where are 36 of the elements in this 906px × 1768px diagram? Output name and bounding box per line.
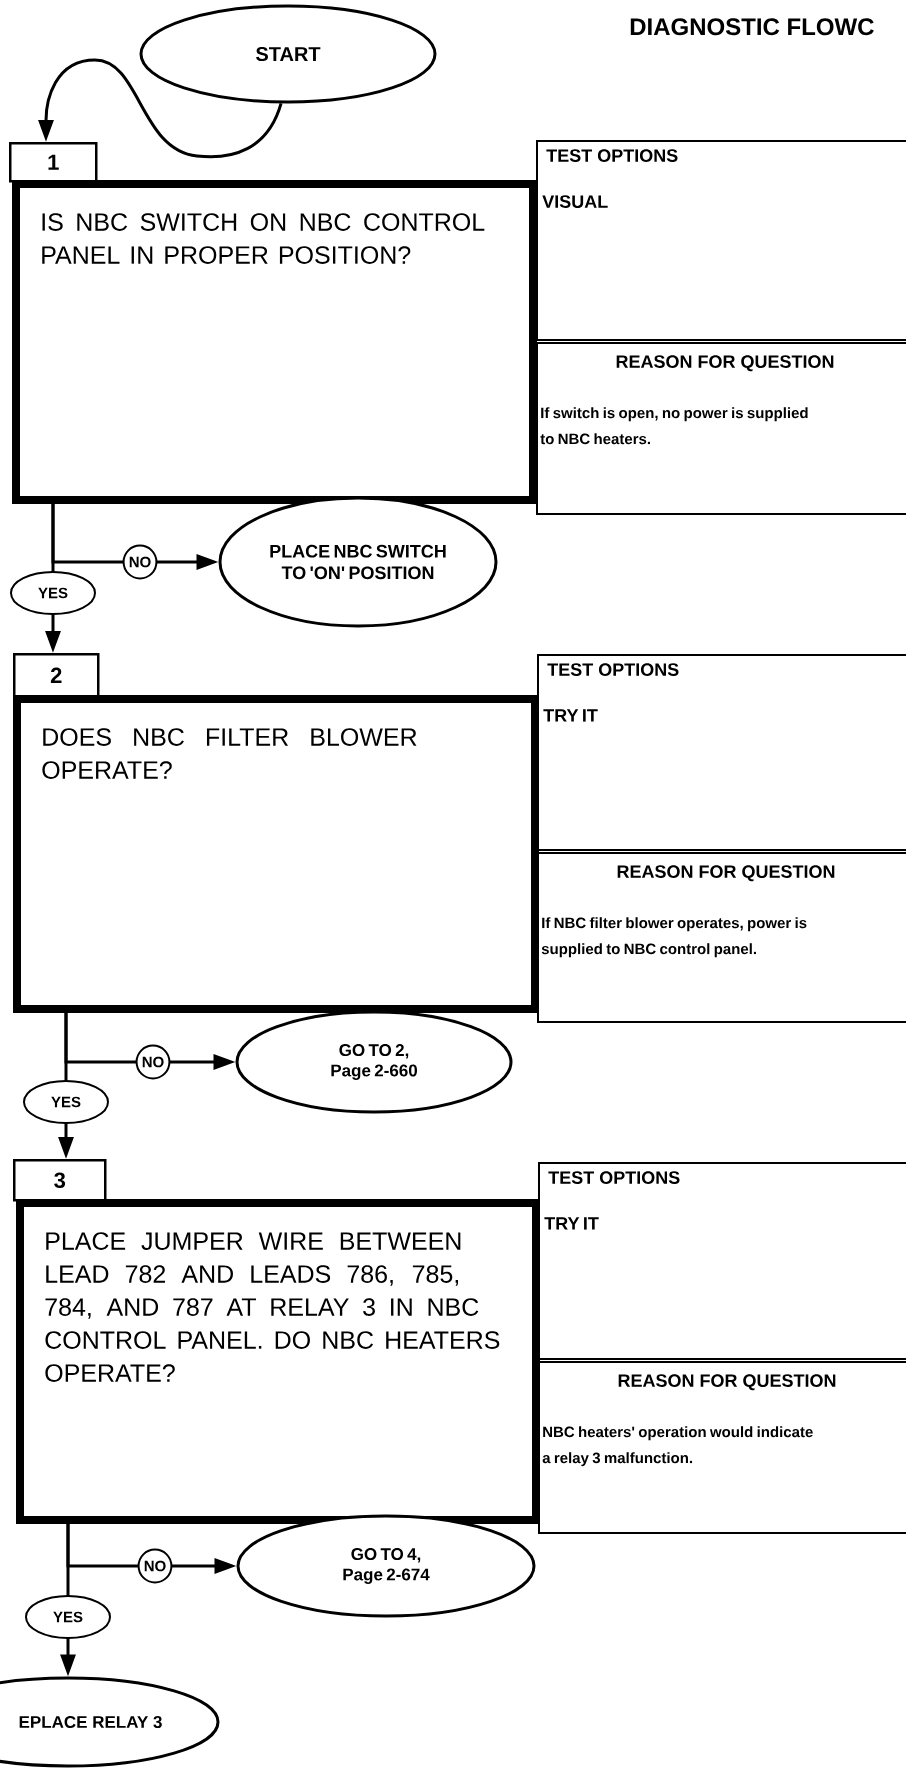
step-number-tab: 1 <box>9 142 98 183</box>
title: DIAGNOSTIC FLOWC <box>630 18 874 36</box>
action-oval: GO TO 2, Page 2-660 <box>235 1010 513 1114</box>
reason-panel <box>537 852 906 1023</box>
edge-label: NO <box>137 1548 173 1584</box>
panel-heading: REASON FOR QUESTION <box>616 355 834 372</box>
edge-label: NO <box>135 1044 171 1080</box>
edge-label: YES <box>10 571 96 615</box>
panel-text: VISUAL <box>542 195 608 208</box>
edge-label: NO <box>122 544 158 580</box>
panel-heading: TEST OPTIONS <box>546 149 678 162</box>
panel-text: If switch is open, no power is supplied to NBC heaters. <box>540 407 808 445</box>
reason-panel <box>538 1361 906 1534</box>
action-oval: PLACE NBC SWITCH TO 'ON' POSITION <box>218 496 498 628</box>
step-number-tab: 2 <box>13 653 100 698</box>
edge-label: YES <box>23 1080 109 1124</box>
panel-text: If NBC filter blower operates, power is supplied to NBC control panel. <box>541 917 807 958</box>
question-text: PLACE JUMPER WIRE BETWEEN LEAD 782 AND LEADS 786, 785, 784, AND 787 AT RELAY 3 IN NBC CONTROL PANEL. DO NBC HEATERS OPERATE? <box>45 1232 500 1382</box>
question-text: DOES NBC FILTER BLOWER OPERATE? <box>42 728 417 779</box>
start-oval: START <box>139 4 437 104</box>
panel-text: NBC heaters' operation would indicate a relay 3 malfunction. <box>542 1426 813 1467</box>
panel-heading: TEST OPTIONS <box>548 1171 680 1184</box>
action-oval: GO TO 4, Page 2-674 <box>236 1514 536 1618</box>
panel-heading: REASON FOR QUESTION <box>617 865 835 882</box>
arrow <box>38 58 283 159</box>
panel-text: TRY IT <box>544 1217 599 1230</box>
test-options-panel <box>537 654 906 851</box>
reason-panel <box>536 342 906 515</box>
panel-heading: TEST OPTIONS <box>547 663 679 676</box>
edge-label: YES <box>25 1595 111 1639</box>
question-text: IS NBC SWITCH ON NBC CONTROL PANEL IN PROPER POSITION? <box>42 213 485 264</box>
test-options-panel <box>538 1162 906 1360</box>
step-number-tab: 3 <box>13 1159 107 1202</box>
panel-heading: REASON FOR QUESTION <box>618 1374 836 1391</box>
panel-text: TRY IT <box>543 709 598 722</box>
test-options-panel <box>536 140 906 341</box>
